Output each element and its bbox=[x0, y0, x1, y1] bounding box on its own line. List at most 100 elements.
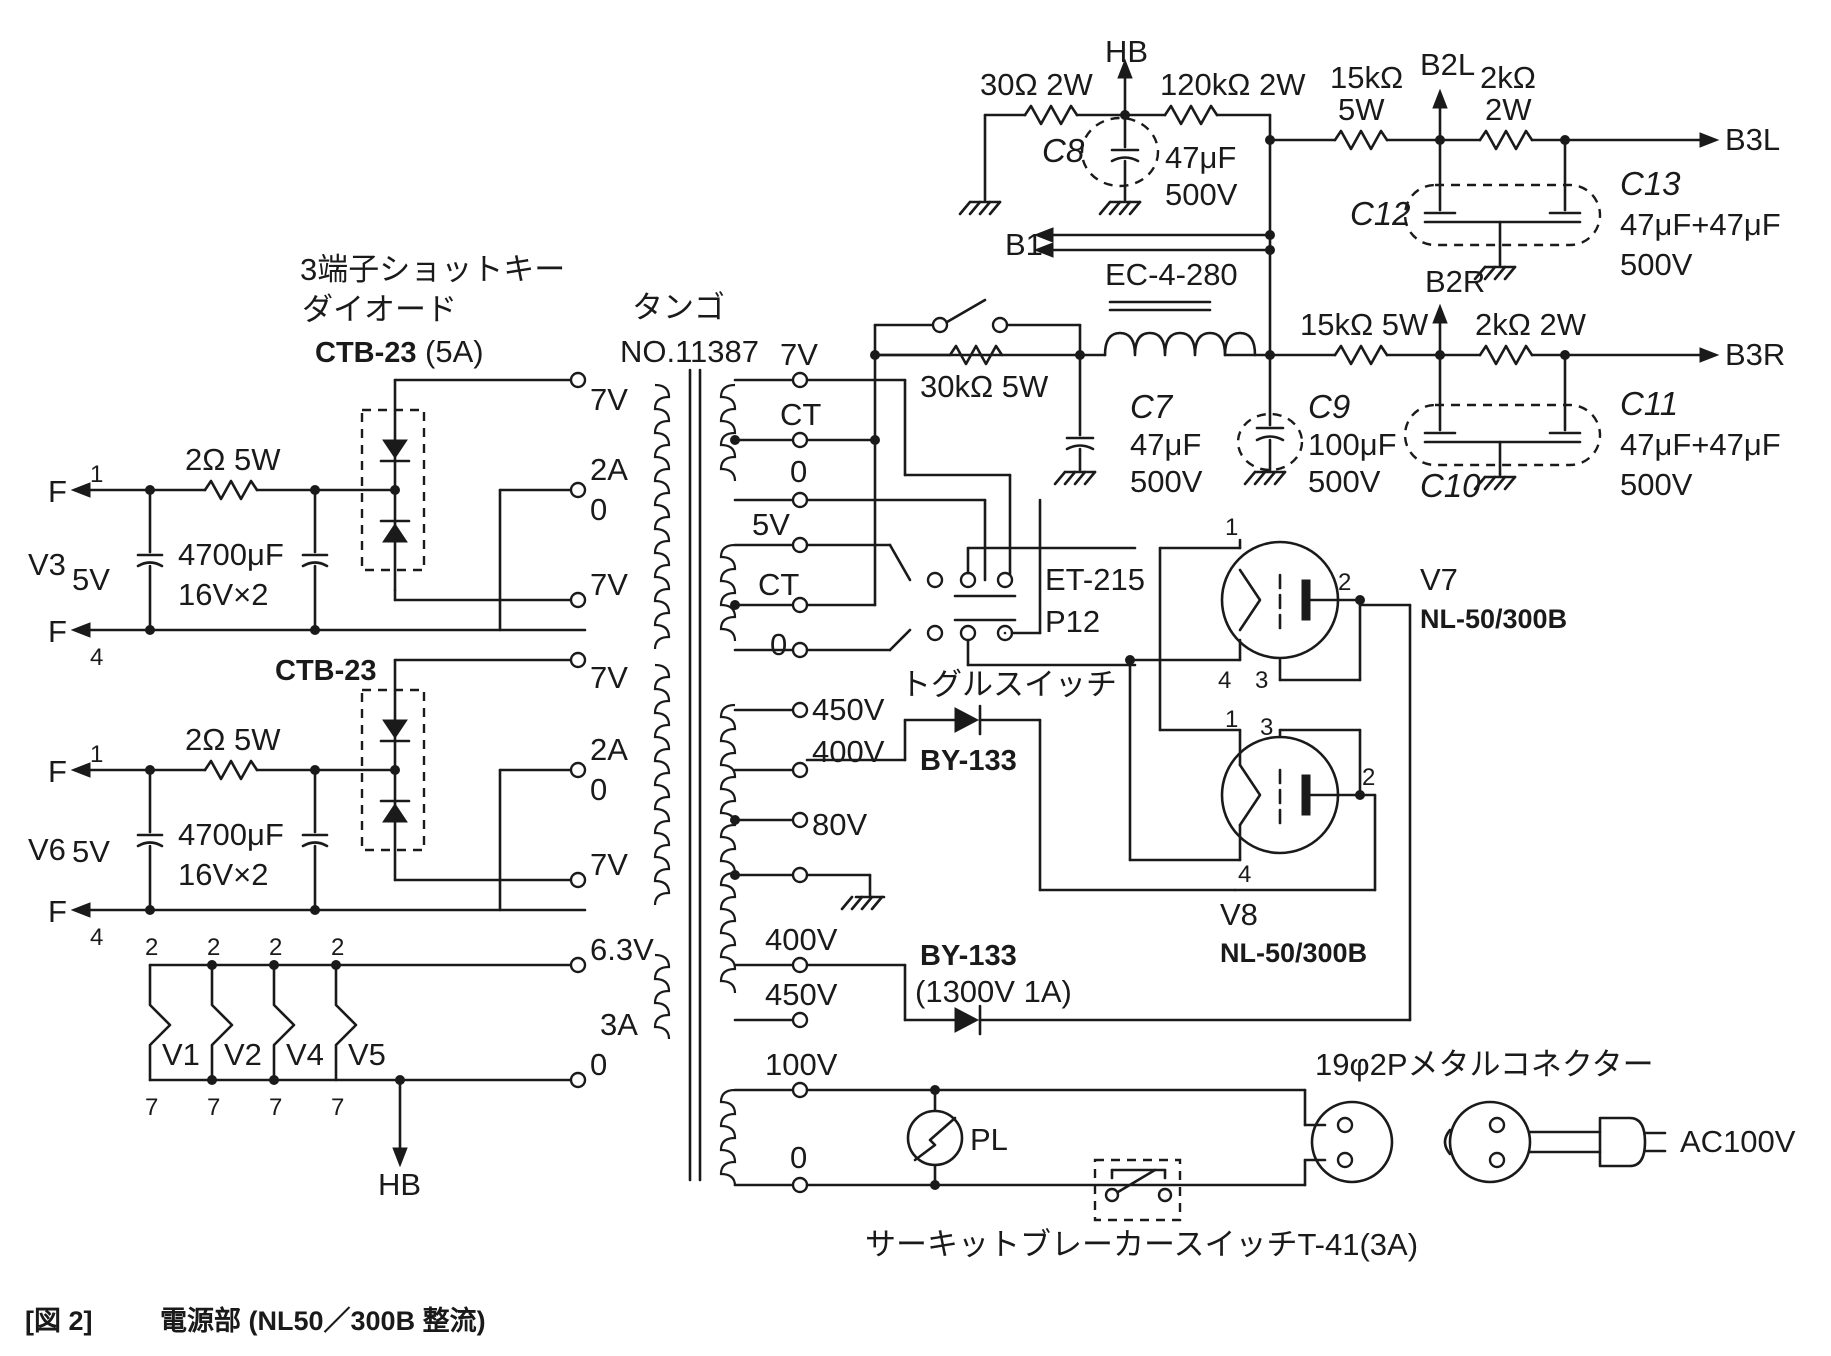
b-supply bbox=[870, 58, 1720, 491]
cap-label: 100μF bbox=[1308, 427, 1397, 462]
tube-label: V6 bbox=[28, 832, 66, 867]
pin-label: 7 bbox=[207, 1094, 220, 1121]
tap-label: 3A bbox=[600, 1007, 638, 1042]
tap-label: 400V bbox=[812, 734, 885, 769]
tap-label: 0 bbox=[770, 627, 787, 662]
cap-name: C13 bbox=[1620, 165, 1681, 202]
cap-label: 4700μF bbox=[178, 537, 284, 572]
resistor-label: 2kΩ bbox=[1480, 60, 1536, 95]
tube-label: V3 bbox=[28, 547, 66, 582]
cap-label: 500V bbox=[1165, 177, 1238, 212]
ac-label: AC100V bbox=[1680, 1124, 1796, 1159]
f-label: F bbox=[48, 614, 67, 649]
pilot-lamp bbox=[906, 1109, 964, 1167]
tap-label: 450V bbox=[765, 977, 838, 1012]
volt-label: 5V bbox=[72, 562, 110, 597]
heater-v4 bbox=[272, 963, 296, 1082]
figure-title: 電源部 (NL50／300B 整流) bbox=[160, 1305, 486, 1336]
tube-type: NL-50/300B bbox=[1220, 938, 1367, 968]
diode-rating: (1300V 1A) bbox=[915, 974, 1072, 1009]
b-label: B2L bbox=[1420, 47, 1475, 82]
resistor-label: 2Ω 5W bbox=[185, 722, 281, 757]
secondary-taps bbox=[730, 353, 1012, 1194]
pin-label: 4 bbox=[90, 924, 103, 951]
ctb-1-rating: (5A) bbox=[425, 334, 484, 369]
tap-label: 7V bbox=[590, 382, 628, 417]
choke-label: EC-4-280 bbox=[1105, 257, 1238, 292]
tube-label: V5 bbox=[348, 1037, 386, 1072]
tube-v7 bbox=[1125, 538, 1365, 732]
mains-section bbox=[805, 1085, 1667, 1222]
tap-label: 100V bbox=[765, 1047, 838, 1082]
b-label: B3L bbox=[1725, 122, 1780, 157]
circuit-breaker bbox=[1093, 1158, 1182, 1222]
cap-label: 47μF bbox=[1130, 427, 1201, 462]
pl-label: PL bbox=[970, 1122, 1008, 1157]
pin-label: 2 bbox=[145, 934, 158, 961]
cap-label: 47μF+47μF bbox=[1620, 427, 1781, 462]
diode-label: BY-133 bbox=[920, 745, 1017, 777]
tap-label: 7V bbox=[590, 567, 628, 602]
transformer-core bbox=[688, 368, 702, 1182]
schottky-label-2: ダイオード bbox=[302, 292, 457, 327]
b-label: B2R bbox=[1425, 264, 1485, 299]
cap-label: 16V×2 bbox=[178, 857, 269, 892]
heater-v1 bbox=[148, 963, 172, 1082]
pin-label: 1 bbox=[90, 741, 103, 768]
toggle-label: トグルスイッチ bbox=[900, 667, 1117, 702]
tap-label: 400V bbox=[765, 922, 838, 957]
pin-label: 4 bbox=[1218, 667, 1231, 694]
tube-type: NL-50/300B bbox=[1420, 604, 1567, 634]
resistor-label: 120kΩ 2W bbox=[1160, 67, 1306, 102]
f-label: F bbox=[48, 894, 67, 929]
tap-label: 5V bbox=[752, 507, 790, 542]
tap-label: 0 bbox=[590, 1047, 607, 1082]
resistor-label: 15kΩ 5W bbox=[1300, 307, 1429, 342]
tap-label: 0 bbox=[590, 772, 607, 807]
connector-socket bbox=[1310, 1100, 1394, 1184]
volt-label: 5V bbox=[72, 834, 110, 869]
ctb-1-label: CTB-23 bbox=[315, 337, 417, 369]
figure-number: [図 2] bbox=[25, 1306, 93, 1336]
tap-label: 450V bbox=[812, 692, 885, 727]
cap-label: 500V bbox=[1130, 464, 1203, 499]
f-label: F bbox=[48, 754, 67, 789]
cap-label: 500V bbox=[1620, 467, 1693, 502]
cap-label: 47μF+47μF bbox=[1620, 207, 1781, 242]
ctb-2-label: CTB-23 bbox=[275, 655, 377, 687]
tube-label: V2 bbox=[224, 1037, 262, 1072]
tube-label: V7 bbox=[1420, 562, 1458, 597]
resistor-label: 30kΩ 5W bbox=[920, 369, 1049, 404]
ac-plug bbox=[1528, 1116, 1667, 1168]
connector-label: 19φ2Pメタルコネクター bbox=[1315, 1047, 1654, 1082]
diode-label: BY-133 bbox=[920, 940, 1017, 972]
resistor-label: 15kΩ bbox=[1330, 60, 1403, 95]
pin-label: 4 bbox=[90, 644, 103, 671]
breaker-label: サーキットブレーカースイッチT-41(3A) bbox=[865, 1227, 1418, 1262]
heater-supply-1 bbox=[70, 371, 587, 638]
tap-label: 2A bbox=[590, 732, 628, 767]
hb-label: HB bbox=[1105, 34, 1148, 69]
tube-v8 bbox=[1128, 658, 1377, 892]
transformer-maker: タンゴ bbox=[632, 290, 725, 325]
cap-label: 500V bbox=[1620, 247, 1693, 282]
pin-label: 3 bbox=[1255, 667, 1268, 694]
pin-label: 2 bbox=[269, 934, 282, 961]
pin-label: 2 bbox=[331, 934, 344, 961]
resistor-label: 30Ω 2W bbox=[980, 67, 1094, 102]
pin-label: 1 bbox=[1225, 706, 1238, 733]
tap-label: 80V bbox=[812, 807, 867, 842]
connector-plug bbox=[1443, 1100, 1532, 1184]
f-label: F bbox=[48, 474, 67, 509]
tube-label: V1 bbox=[162, 1037, 200, 1072]
relay-et215 bbox=[926, 498, 1137, 667]
pin-label: 4 bbox=[1238, 861, 1251, 888]
pin-label: 3 bbox=[1260, 714, 1273, 741]
cap-label: 16V×2 bbox=[178, 577, 269, 612]
tap-label: 7V bbox=[590, 847, 628, 882]
tap-label: 7V bbox=[590, 660, 628, 695]
cap-name: C12 bbox=[1350, 195, 1411, 232]
tap-label: 0 bbox=[790, 454, 807, 489]
tap-label: CT bbox=[780, 397, 821, 432]
